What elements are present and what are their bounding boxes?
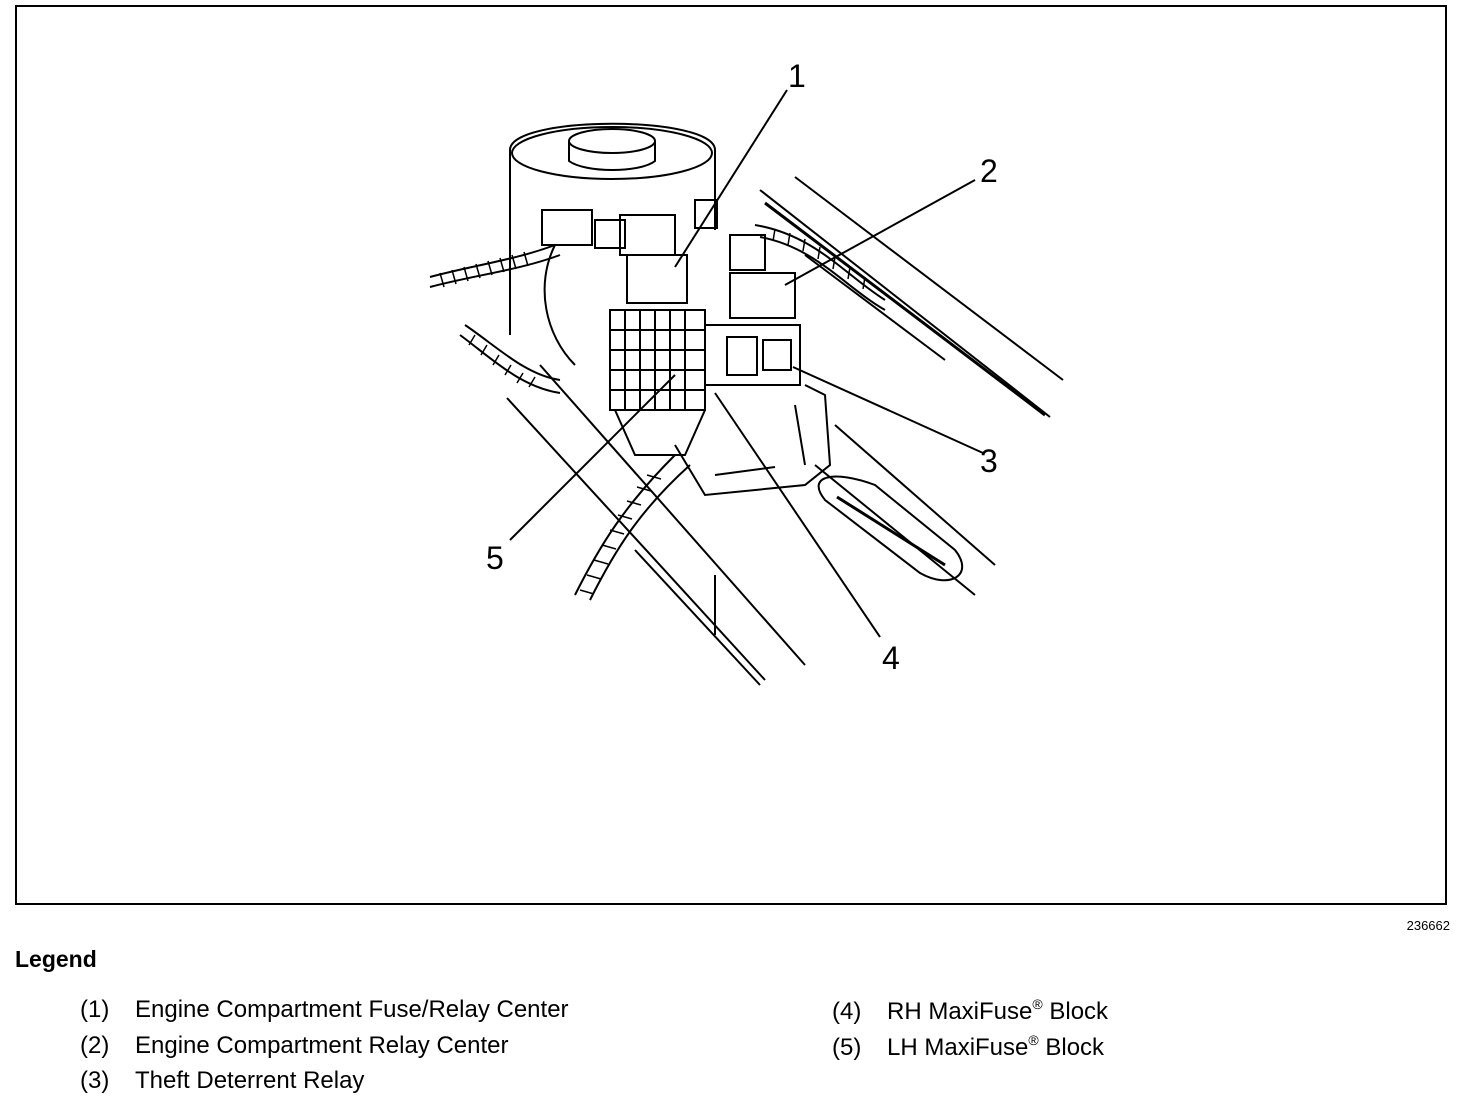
legend-label: Engine Compartment Relay Center [135, 1032, 509, 1059]
fender-lines [759, 176, 1064, 418]
registered-mark: ® [1032, 996, 1043, 1012]
connectors [541, 199, 796, 319]
legend-item-5: (5) LH MaxiFuse® Block [832, 1032, 1104, 1062]
callout-4: 4 [882, 640, 900, 676]
legend-number: (2) [80, 1032, 110, 1059]
legend-label: Engine Compartment Fuse/Relay Center [135, 996, 569, 1023]
legend-item-4: (4) RH MaxiFuse® Block [832, 996, 1108, 1026]
legend-title: Legend [15, 946, 97, 972]
legend-item-1: (1) Engine Compartment Fuse/Relay Center [80, 996, 569, 1024]
wiring-harness [429, 224, 886, 601]
legend-number: (5) [832, 1034, 862, 1061]
legend-number: (4) [832, 998, 862, 1025]
legend-label: LH MaxiFuse [887, 1034, 1029, 1061]
callout-3: 3 [980, 443, 998, 479]
frame-rails [506, 364, 996, 686]
legend-label-suffix: Block [1042, 998, 1109, 1025]
reservoir-cylinder [509, 122, 716, 335]
figure-frame [15, 5, 1447, 905]
legend-number: (1) [80, 996, 110, 1023]
callout-1: 1 [788, 58, 806, 94]
legend-item-3: (3) Theft Deterrent Relay [80, 1067, 364, 1095]
registered-mark: ® [1028, 1032, 1039, 1048]
callout-5: 5 [486, 540, 504, 576]
legend-number: (3) [80, 1067, 110, 1094]
figure-number: 236662 [1406, 918, 1450, 933]
engine-compartment-illustration [429, 89, 1064, 686]
legend-item-2: (2) Engine Compartment Relay Center [80, 1032, 509, 1060]
fuse-block [609, 309, 801, 456]
legend-label: Theft Deterrent Relay [135, 1067, 365, 1094]
legend-label-suffix: Block [1038, 1034, 1105, 1061]
frame-slot [817, 475, 963, 582]
callout-2: 2 [980, 153, 998, 189]
legend-label: RH MaxiFuse [887, 998, 1033, 1025]
harness-wrap-marks [439, 228, 866, 595]
leader-lines [509, 89, 984, 638]
mounting-bracket [674, 384, 832, 497]
